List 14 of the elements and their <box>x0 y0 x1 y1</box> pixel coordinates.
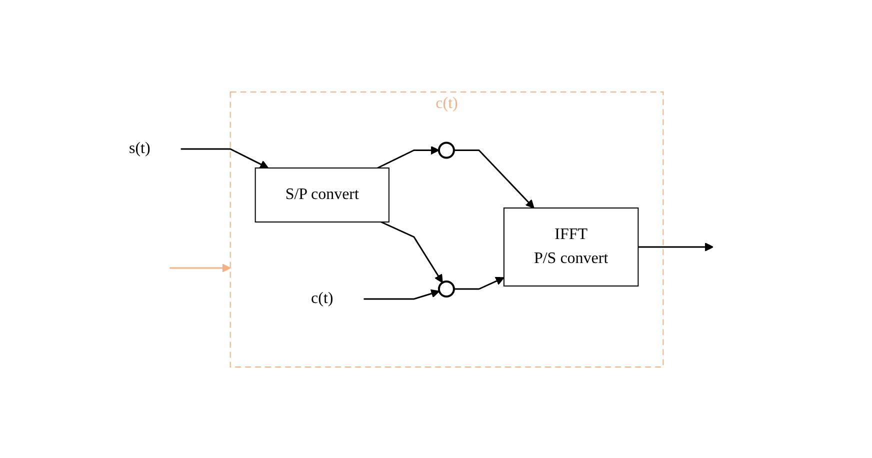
node-text: s(t) <box>128 140 150 156</box>
arrow <box>380 220 443 283</box>
arrow <box>377 145 440 168</box>
arrow <box>170 263 231 272</box>
arrow <box>363 288 440 300</box>
arrow <box>638 242 714 251</box>
node-box: S/P convert <box>254 167 390 222</box>
arrow <box>454 149 534 208</box>
arrow <box>454 276 504 290</box>
node-text: c(t) <box>310 290 334 306</box>
node-box: IFFT P/S convert <box>503 207 639 286</box>
node-circle <box>438 280 455 297</box>
arrow <box>180 148 269 168</box>
node-circle <box>438 141 455 158</box>
